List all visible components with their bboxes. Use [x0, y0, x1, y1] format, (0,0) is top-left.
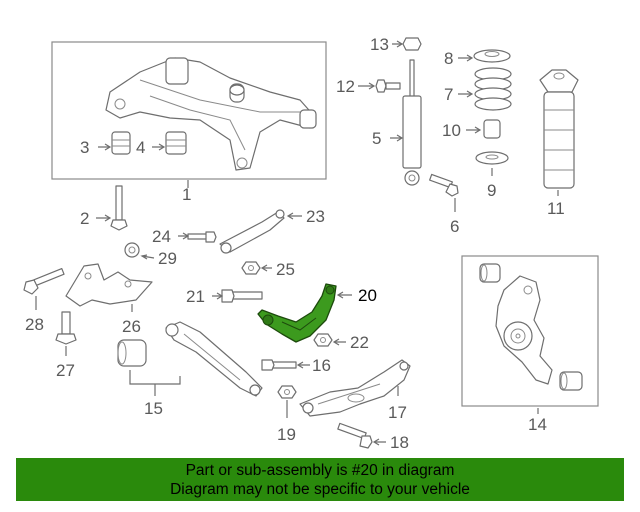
info-banner: Part or sub-assembly is #20 in diagram D… [16, 458, 624, 501]
part-27-bolt[interactable] [55, 311, 77, 345]
part-15-lower-arm[interactable] [117, 321, 263, 397]
callout-21: 21 [186, 287, 205, 306]
pointer-25 [260, 264, 272, 272]
pointer-8 [458, 54, 474, 62]
knuckle-group-box [461, 255, 599, 407]
pointer-13 [392, 40, 404, 48]
part-8-upper-insulator[interactable] [473, 49, 511, 63]
part-22-nut[interactable] [313, 333, 333, 347]
banner-line-2: Diagram may not be specific to your vehi… [170, 480, 470, 498]
part-25-nut[interactable] [241, 261, 261, 275]
pointer-29 [140, 254, 155, 260]
callout-2: 2 [80, 209, 89, 228]
callout-6: 6 [450, 217, 459, 236]
callout-3: 3 [80, 138, 89, 157]
callout-27: 27 [56, 361, 75, 380]
callout-18: 18 [390, 433, 409, 452]
pointer-12 [358, 82, 376, 90]
callout-16: 16 [312, 356, 331, 375]
part-11-dust-boot[interactable] [539, 69, 579, 189]
part-28-bolt[interactable] [23, 267, 65, 295]
part-26-bracket[interactable] [65, 263, 153, 307]
part-20-control-arm-highlighted[interactable] [257, 283, 337, 343]
pointer-2 [96, 214, 112, 222]
part-24-bolt[interactable] [187, 231, 217, 243]
part-12-bolt[interactable] [375, 79, 401, 93]
callout-24: 24 [152, 227, 171, 246]
callout-9: 9 [487, 181, 496, 200]
part-5-shock-absorber[interactable] [402, 59, 422, 186]
pointer-23 [286, 212, 302, 220]
part-13-nut[interactable] [402, 37, 422, 51]
part-29-washer[interactable] [124, 242, 140, 258]
subframe-group-box [51, 41, 327, 180]
callout-25: 25 [276, 260, 295, 279]
part-1-subframe[interactable] [105, 57, 317, 171]
pointer-18 [372, 438, 386, 446]
callout-10: 10 [442, 121, 461, 140]
callout-23: 23 [306, 207, 325, 226]
pointer-10 [466, 126, 482, 134]
pointer-24 [178, 232, 190, 240]
pointer-7 [458, 90, 474, 98]
part-21-bolt[interactable] [221, 289, 263, 303]
part-4-bushing[interactable] [165, 131, 187, 155]
callout-12: 12 [336, 77, 355, 96]
part-14-knuckle[interactable] [479, 263, 583, 391]
pointer-22 [332, 338, 346, 346]
callout-15: 15 [144, 399, 163, 418]
part-19-washer[interactable] [277, 385, 297, 399]
callout-8: 8 [444, 49, 453, 68]
callout-14: 14 [528, 415, 547, 434]
pointer-4 [152, 143, 166, 151]
callout-22: 22 [350, 333, 369, 352]
pointer-3 [98, 143, 112, 151]
part-10-bump-stop[interactable] [483, 119, 501, 139]
callout-20-highlighted: 20 [358, 286, 377, 305]
callout-11: 11 [547, 199, 565, 218]
pointer-15-bracket [129, 370, 181, 385]
callout-26: 26 [122, 317, 141, 336]
pointer-16 [296, 361, 310, 369]
part-6-bolt[interactable] [429, 173, 459, 197]
callout-28: 28 [25, 315, 44, 334]
pointer-20 [336, 291, 352, 299]
part-7-coil-spring[interactable] [474, 67, 512, 111]
pointer-5 [390, 134, 404, 142]
callout-5: 5 [372, 129, 381, 148]
part-3-bushing[interactable] [111, 131, 131, 155]
pointer-21 [212, 292, 224, 300]
part-9-lower-insulator[interactable] [475, 151, 509, 165]
callout-13: 13 [370, 35, 389, 54]
banner-line-1: Part or sub-assembly is #20 in diagram [185, 461, 455, 479]
callout-17: 17 [388, 403, 407, 422]
callout-4: 4 [136, 138, 145, 157]
callout-19: 19 [277, 425, 296, 444]
part-18-bolt[interactable] [337, 422, 373, 449]
part-17-lower-control-arm[interactable] [299, 359, 411, 417]
part-16-bolt[interactable] [261, 359, 297, 371]
callout-29: 29 [158, 249, 177, 268]
part-2-bolt[interactable] [110, 185, 128, 231]
callout-1: 1 [182, 185, 191, 204]
callout-7: 7 [444, 85, 453, 104]
part-23-link[interactable] [219, 209, 285, 254]
